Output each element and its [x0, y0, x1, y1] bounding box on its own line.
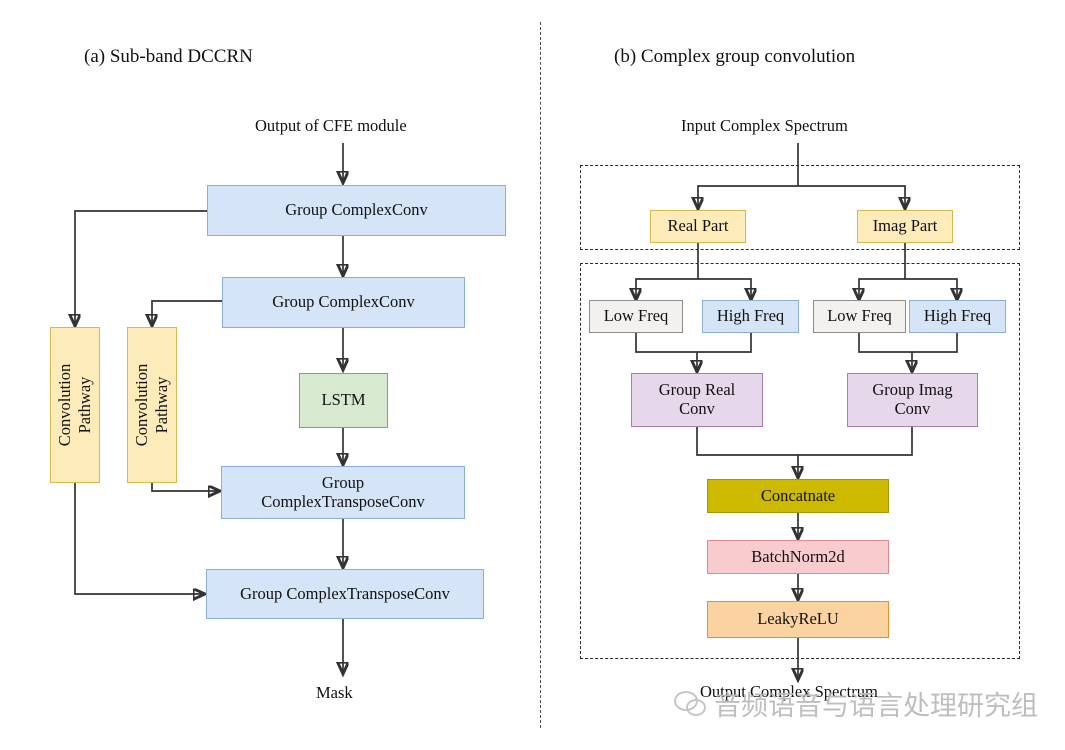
node-group-complextransposeconv-1[interactable]: Group ComplexTransposeConv — [221, 466, 465, 519]
conv-group-container — [580, 263, 1020, 659]
split-group-container — [580, 165, 1020, 250]
node-batchnorm2d[interactable]: BatchNorm2d — [707, 540, 889, 574]
node-group-complexconv-2[interactable]: Group ComplexConv — [222, 277, 465, 328]
node-group-imag-conv[interactable]: Group Imag Conv — [847, 373, 978, 427]
node-group-real-conv[interactable]: Group Real Conv — [631, 373, 763, 427]
panel-a-output-label: Mask — [316, 683, 353, 702]
node-real-part[interactable]: Real Part — [650, 210, 746, 243]
node-convolution-pathway-1[interactable]: Convolution Pathway — [50, 327, 100, 483]
node-convolution-pathway-2-label: Convolution Pathway — [132, 363, 171, 447]
node-imag-part[interactable]: Imag Part — [857, 210, 953, 243]
panel-b-input-label: Input Complex Spectrum — [681, 116, 848, 135]
panel-b-output-label: Output Complex Spectrum — [700, 682, 878, 701]
panel-divider — [540, 22, 541, 728]
node-concatnate[interactable]: Concatnate — [707, 479, 889, 513]
node-group-complexconv-1[interactable]: Group ComplexConv — [207, 185, 506, 236]
node-group-complextransposeconv-2[interactable]: Group ComplexTransposeConv — [206, 569, 484, 619]
watermark: 音频语音与语言处理研究组 — [674, 684, 1038, 723]
panel-b-title: (b) Complex group convolution — [614, 46, 856, 67]
node-imag-low-freq[interactable]: Low Freq — [813, 300, 906, 333]
node-real-low-freq[interactable]: Low Freq — [589, 300, 683, 333]
wechat-bubbles-icon — [674, 690, 708, 717]
node-leakyrelu[interactable]: LeakyReLU — [707, 601, 889, 638]
panel-a-title: (a) Sub-band DCCRN — [84, 46, 253, 67]
node-convolution-pathway-1-label: Convolution Pathway — [55, 363, 94, 447]
node-convolution-pathway-2[interactable]: Convolution Pathway — [127, 327, 177, 483]
node-lstm[interactable]: LSTM — [299, 373, 388, 428]
watermark-text: 音频语音与语言处理研究组 — [714, 691, 1038, 721]
panel-a-input-label: Output of CFE module — [255, 116, 407, 135]
node-imag-high-freq[interactable]: High Freq — [909, 300, 1006, 333]
node-real-high-freq[interactable]: High Freq — [702, 300, 799, 333]
